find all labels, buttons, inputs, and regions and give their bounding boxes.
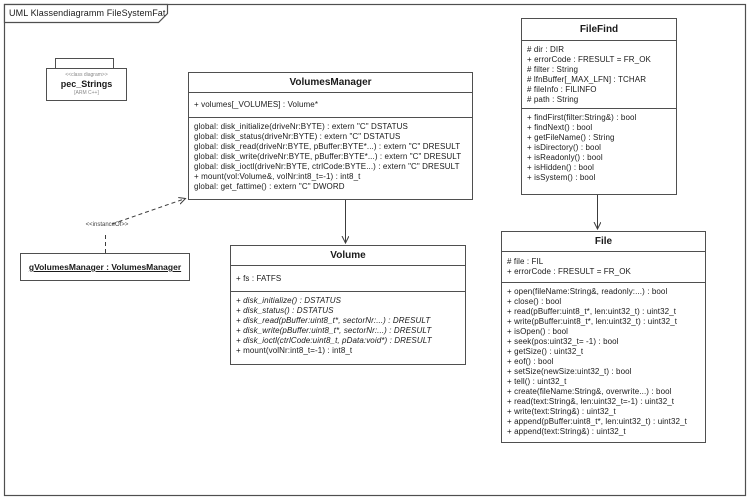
member-line: + isHidden() : bool	[527, 163, 595, 172]
member-line: global: disk_read(driveNr:BYTE, pBuffer:…	[194, 142, 461, 151]
member-line: + seek(pos:uint32_t= -1) : bool	[507, 337, 619, 346]
diagram-frame-border	[3, 3, 747, 497]
member-line: + isSystem() : bool	[527, 173, 596, 182]
instanceof-label: <<instanceOf>>	[85, 222, 129, 228]
member-line: global: disk_initialize(driveNr:BYTE) : …	[194, 122, 408, 131]
member-line: + read(text:String&, len:uint32_t=-1) : …	[507, 397, 675, 406]
member-line: global: disk_ioctl(driveNr:BYTE, ctrlCod…	[194, 162, 460, 171]
class-attributes: + fs : FATFS	[231, 265, 465, 291]
member-line: # filter : String	[527, 64, 579, 74]
package-note: [ARM C++]	[74, 90, 99, 96]
member-line: # fileInfo : FILINFO	[527, 84, 597, 94]
member-line: + isReadonly() : bool	[527, 153, 603, 162]
member-line: + write(pBuffer:uint8_t*, len:uint32_t) …	[507, 317, 678, 326]
member-line: + volumes[_VOLUMES] : Volume*	[194, 100, 319, 109]
member-line: + close() : bool	[507, 297, 562, 306]
class-methods: global: disk_initialize(driveNr:BYTE) : …	[189, 117, 472, 199]
member-line: global: disk_write(driveNr:BYTE, pBuffer…	[194, 152, 462, 161]
member-line: + eof() : bool	[507, 357, 554, 366]
member-line: + findNext() : bool	[527, 123, 593, 132]
member-line: + isOpen() : bool	[507, 327, 569, 336]
class-name: VolumesManager	[289, 77, 372, 88]
member-line: + disk_status() : DSTATUS	[236, 306, 334, 315]
member-line: + errorCode : FRESULT = FR_OK	[507, 267, 631, 276]
member-line: + findFirst(filter:String&) : bool	[527, 113, 637, 122]
member-line: + isDirectory() : bool	[527, 143, 601, 152]
member-line: + disk_initialize() : DSTATUS	[236, 296, 342, 305]
member-line: + disk_ioctl(ctrlCode:uint8_t, pData:voi…	[236, 336, 432, 345]
member-line: + tell() : uint32_t	[507, 377, 567, 386]
class-attributes: + volumes[_VOLUMES] : Volume*	[189, 92, 472, 117]
package-pec-strings[interactable]: <<class diagram>> pec_Strings [ARM C++]	[46, 68, 127, 101]
object-label: gVolumesManager : VolumesManager	[28, 262, 182, 272]
package-tab[interactable]	[55, 58, 114, 70]
member-line: + fs : FATFS	[236, 273, 282, 283]
class-attributes: # dir : DIR+ errorCode : FRESULT = FR_OK…	[522, 40, 676, 108]
class-attributes: # file : FIL+ errorCode : FRESULT = FR_O…	[502, 251, 705, 282]
member-line: + create(fileName:String&, overwrite...)…	[507, 387, 672, 396]
diagram-title-tab	[3, 3, 169, 24]
member-line: global: disk_status(driveNr:BYTE) : exte…	[194, 132, 401, 141]
class-methods: + findFirst(filter:String&) : bool+ find…	[522, 108, 676, 194]
member-line: + getFileName() : String	[527, 133, 615, 142]
member-line: + errorCode : FRESULT = FR_OK	[527, 54, 651, 64]
package-name: pec_Strings	[60, 79, 113, 89]
member-line: + mount(vol:Volume&, volNr:int8_t=-1) : …	[194, 172, 361, 181]
class-volume[interactable]: Volume + fs : FATFS + disk_initialize() …	[230, 245, 466, 365]
member-line: + append(text:String&) : uint32_t	[507, 427, 626, 436]
member-line: + mount(volNr:int8_t=-1) : int8_t	[236, 346, 353, 355]
member-line: # dir : DIR	[527, 44, 565, 54]
member-line: + read(pBuffer:uint8_t*, len:uint32_t) :…	[507, 307, 677, 316]
member-line: + write(text:String&) : uint32_t	[507, 407, 616, 416]
class-methods: + disk_initialize() : DSTATUS+ disk_stat…	[231, 291, 465, 364]
member-line: + open(fileName:String&, readonly:...) :…	[507, 287, 668, 296]
member-line: + getSize() : uint32_t	[507, 347, 584, 356]
class-name: File	[594, 236, 613, 247]
class-name: Volume	[330, 250, 366, 261]
member-line: + setSize(newSize:uint32_t) : bool	[507, 367, 632, 376]
class-volumesmanager[interactable]: VolumesManager + volumes[_VOLUMES] : Vol…	[188, 72, 473, 200]
class-filefind[interactable]: FileFind # dir : DIR+ errorCode : FRESUL…	[521, 18, 677, 195]
class-name: FileFind	[579, 24, 619, 35]
object-gvolumesmanager[interactable]: gVolumesManager : VolumesManager	[20, 253, 190, 281]
class-methods: + open(fileName:String&, readonly:...) :…	[502, 282, 705, 442]
diagram-title: UML Klassendiagramm FileSystemFat	[9, 8, 166, 18]
member-line: # file : FIL	[507, 257, 544, 266]
member-line: # path : String	[527, 94, 579, 104]
member-line: + append(pBuffer:uint8_t*, len:uint32_t)…	[507, 417, 687, 426]
member-line: # lfnBuffer[_MAX_LFN] : TCHAR	[527, 74, 647, 84]
member-line: + disk_read(pBuffer:uint8_t*, sectorNr:.…	[236, 316, 431, 325]
member-line: global: get_fattime() : extern "C" DWORD	[194, 182, 345, 191]
dashed-instanceof-diagonal	[111, 199, 186, 225]
member-line: + disk_write(pBuffer:uint8_t*, sectorNr:…	[236, 326, 432, 335]
class-file[interactable]: File # file : FIL+ errorCode : FRESULT =…	[501, 231, 706, 443]
package-stereotype: <<class diagram>>	[65, 72, 108, 78]
